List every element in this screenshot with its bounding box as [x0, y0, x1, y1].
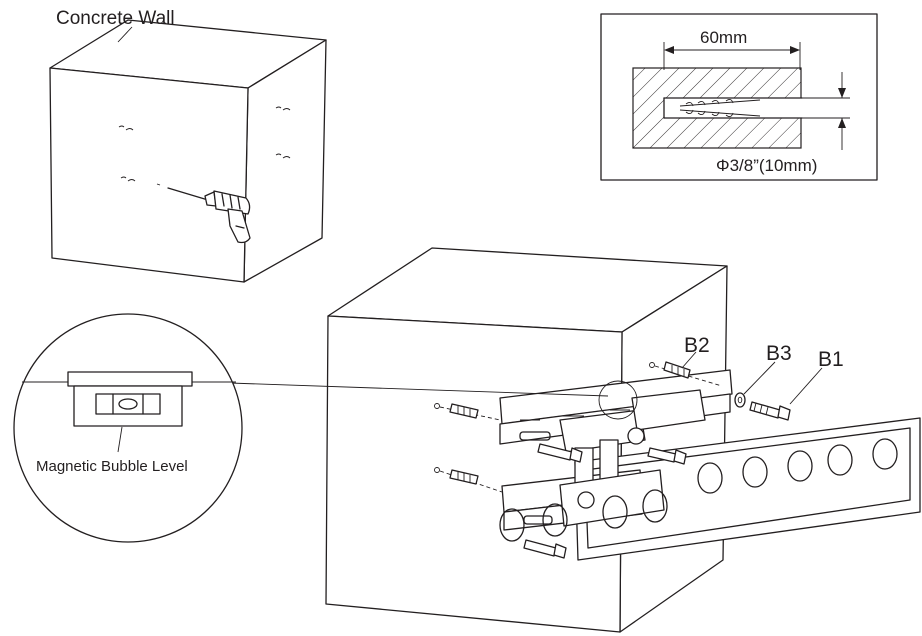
bubble-level-label: Magnetic Bubble Level	[36, 458, 188, 475]
anchor-cross-section-detail	[600, 13, 878, 181]
bolt-b1	[749, 401, 791, 421]
b3-label: B3	[766, 342, 792, 365]
bubble-level-callout	[13, 313, 243, 543]
b1-label: B1	[818, 348, 844, 371]
anchor-upper-left	[434, 403, 501, 421]
anchor-lower-left	[434, 467, 503, 493]
drill-hole-marks	[118, 106, 291, 186]
bubble-level-icon	[67, 371, 193, 427]
bolt-lower-2	[523, 539, 567, 559]
tv-plate-holes	[579, 438, 898, 520]
b2-label: B2	[684, 334, 710, 357]
bolt-lower-1	[537, 443, 583, 463]
bolt-icon	[434, 361, 791, 559]
washer-icon	[734, 392, 746, 408]
concrete-wall-panel	[49, 19, 327, 283]
anchor-icon	[679, 98, 761, 118]
depth-dimension-label: 60mm	[700, 28, 747, 47]
drill-icon	[167, 187, 251, 244]
concrete-wall-label: Concrete Wall	[56, 8, 175, 29]
diameter-dimension-label: Φ3/8”(10mm)	[716, 156, 817, 175]
bolt-mid	[647, 447, 687, 465]
